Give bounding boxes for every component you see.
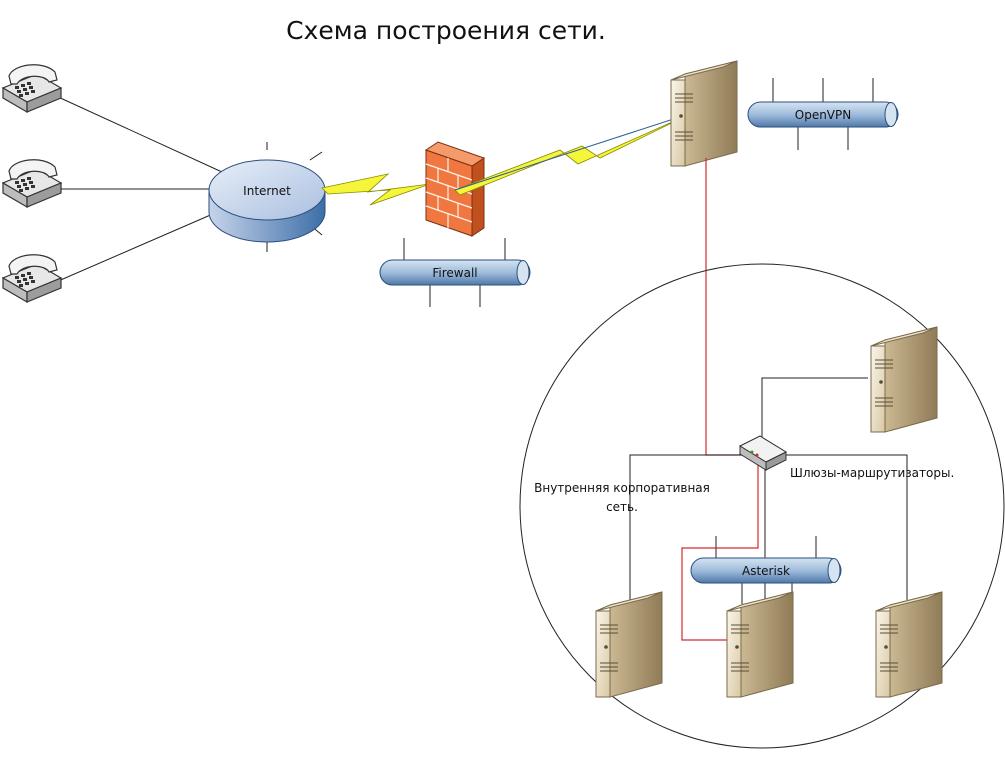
diagram-title: Схема построения сети. — [286, 16, 606, 45]
internal-network-boundary — [519, 263, 1005, 749]
asterisk-bus: Asterisk — [690, 557, 842, 584]
firewall-label: Firewall — [432, 266, 477, 280]
server-icon — [595, 591, 663, 698]
internet-cloud: Internet — [208, 142, 326, 252]
router-icon — [738, 435, 788, 471]
server-icon — [875, 591, 943, 698]
phone-icon — [2, 254, 62, 303]
openvpn-bus: OpenVPN — [747, 78, 899, 150]
phone-icon — [2, 64, 62, 113]
red-link-asterisk — [681, 460, 759, 641]
server-icon — [870, 326, 938, 433]
phone-links — [55, 95, 223, 283]
server-icon — [726, 591, 794, 698]
internet-label: Internet — [243, 184, 291, 198]
lightning-link-icon — [321, 173, 431, 206]
lightning-link-icon — [454, 112, 693, 196]
gateways-label: Шлюзы-маршрутизаторы. — [790, 466, 954, 480]
internal-links — [629, 377, 908, 604]
server-icon — [670, 60, 738, 167]
firewall-bus: Firewall — [379, 238, 531, 307]
internal-network-label-line2: сеть. — [606, 500, 638, 514]
red-link — [705, 158, 742, 456]
internal-network-label-line1: Внутренняя корпоративная — [534, 481, 710, 495]
phone-icon — [2, 159, 62, 208]
asterisk-label: Asterisk — [742, 564, 790, 578]
firewall-icon — [424, 141, 486, 237]
openvpn-label: OpenVPN — [795, 108, 851, 122]
